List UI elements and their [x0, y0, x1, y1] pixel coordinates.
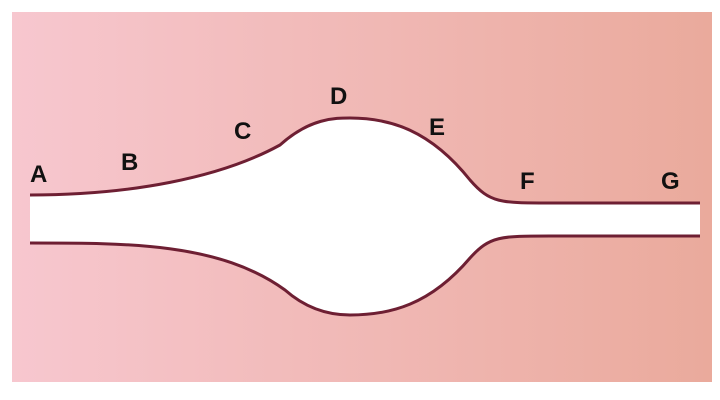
label-f: F [520, 168, 535, 195]
label-b: B [121, 149, 138, 176]
label-c: C [234, 118, 251, 145]
tube-channel [30, 118, 700, 315]
label-a: A [30, 161, 47, 188]
label-d: D [330, 83, 347, 110]
label-e: E [429, 114, 445, 141]
lower-wall-outline [29, 234, 700, 317]
label-g: G [661, 168, 680, 195]
upper-wall-outline [29, 116, 700, 205]
